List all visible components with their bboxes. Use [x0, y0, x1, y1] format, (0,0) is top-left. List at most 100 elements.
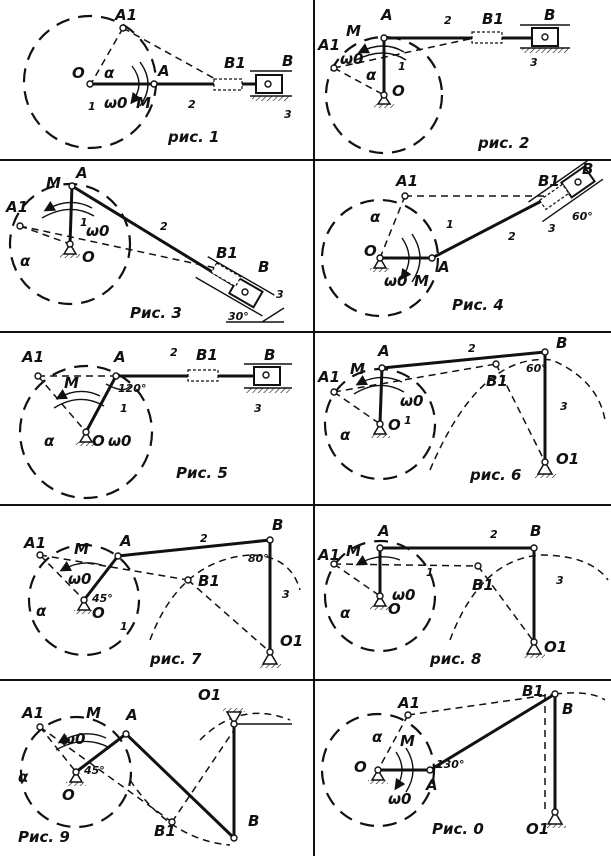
p7-label-o: O [92, 604, 105, 622]
p4-label-m: M [414, 272, 429, 290]
panel-fig-5: A1 A B1 B M α O ω0 1 2 3 120° Рис. 5 [18, 346, 292, 500]
p2-label-b: B [544, 6, 555, 24]
p1-label-o: O [72, 64, 85, 82]
panel-fig-4: A1 B1 B α O A ω0 M 1 2 3 60° Рис. 4 [320, 158, 604, 318]
p4-label-3: 3 [548, 222, 556, 235]
p9-label-o: O [62, 786, 75, 804]
p6-label-b1: B1 [486, 372, 508, 390]
p1-label-b1: B1 [224, 54, 246, 72]
p0-label-o: O [354, 758, 367, 776]
p1-label-b: B [282, 52, 293, 70]
p2-label-b1: B1 [482, 10, 504, 28]
p1-label-m: M [136, 94, 151, 112]
p8-label-a: A [377, 522, 390, 540]
p9-label-a1: A1 [21, 704, 44, 722]
p9-label-angle: 45° [83, 764, 105, 777]
p5-label-b1: B1 [196, 346, 218, 364]
p9-label-m: M [86, 704, 101, 722]
p8-label-3: 3 [556, 574, 564, 587]
p4-label-alpha: α [370, 208, 381, 226]
p7-label-a1: A1 [23, 534, 46, 552]
p0-label-angle: 130° [436, 758, 464, 771]
p3-label-1: 1 [80, 216, 88, 229]
p8-label-o1: O1 [544, 638, 567, 656]
p5-label-o: O [92, 432, 105, 450]
p4-label-angle: 60° [572, 210, 593, 223]
p3-label-o: O [82, 248, 95, 266]
p8-label-omega: ω0 [392, 586, 415, 604]
p0-label-o1: O1 [526, 820, 549, 838]
p3-label-a1: A1 [5, 198, 28, 216]
p5-label-1: 1 [120, 402, 128, 415]
p3-label-angle: 30° [228, 310, 249, 323]
panel-fig-8: A B A1 M ω0 B1 α O O1 1 2 3 рис. 8 [317, 522, 609, 668]
p8-label-a1: A1 [317, 546, 340, 564]
p0-label-b1: B1 [522, 682, 544, 700]
p3-label-3: 3 [276, 288, 284, 301]
p6-label-a: A [377, 342, 390, 360]
p6-label-o1: O1 [556, 450, 579, 468]
p6-label-b: B [556, 334, 567, 352]
p8-label-b: B [530, 522, 541, 540]
p2-label-2: 2 [444, 14, 452, 27]
p2-label-a1: A1 [317, 36, 340, 54]
p1-label-a1: A1 [114, 6, 137, 24]
p2-label-1: 1 [398, 60, 406, 73]
p4-label-2: 2 [508, 230, 516, 243]
p6-label-3: 3 [560, 400, 568, 413]
p9-caption: Рис. 9 [18, 828, 70, 846]
p3-label-a: A [75, 164, 88, 182]
p2-label-3: 3 [530, 56, 538, 69]
p5-label-b: B [264, 346, 275, 364]
p9-label-b: B [248, 812, 259, 830]
p5-label-a: A [113, 348, 126, 366]
p6-label-alpha: α [340, 426, 351, 444]
p5-label-alpha: α [44, 432, 55, 450]
p8-label-m: M [346, 542, 361, 560]
p9-label-alpha: α [18, 768, 29, 786]
p4-label-omega: ω0 [384, 272, 407, 290]
p8-caption: рис. 8 [429, 650, 482, 668]
p7-label-angle-45: 45° [91, 592, 113, 605]
p2-label-o: O [392, 82, 405, 100]
p9-label-b1: B1 [154, 822, 176, 840]
p4-caption: Рис. 4 [452, 296, 504, 314]
p7-label-omega: ω0 [68, 570, 91, 588]
p8-label-b1: B1 [472, 576, 494, 594]
p7-label-o1: O1 [280, 632, 303, 650]
p0-caption: Рис. 0 [432, 820, 484, 838]
p0-label-a1: A1 [397, 694, 420, 712]
panel-fig-6: A B A1 M ω0 B1 α O O1 1 2 3 60° рис. 6 [317, 334, 606, 484]
p1-label-1: 1 [88, 100, 96, 113]
p7-label-alpha: α [36, 602, 47, 620]
p3-caption: Рис. 3 [130, 304, 182, 322]
p4-label-a1: A1 [395, 172, 418, 190]
p7-label-angle-80: 80° [248, 552, 269, 565]
p7-caption: рис. 7 [149, 650, 202, 668]
p5-caption: Рис. 5 [176, 464, 228, 482]
p1-label-omega: ω0 [104, 94, 127, 112]
p5-label-m: M [64, 374, 79, 392]
p9-label-a: A [125, 706, 138, 724]
p7-label-1: 1 [120, 620, 128, 633]
p3-label-alpha: α [20, 252, 31, 270]
p5-label-3: 3 [254, 402, 262, 415]
p6-label-a1: A1 [317, 368, 340, 386]
p3-label-2: 2 [160, 220, 168, 233]
p4-label-1: 1 [446, 218, 454, 231]
p6-label-o: O [388, 416, 401, 434]
p5-label-a1: A1 [21, 348, 44, 366]
p8-label-alpha: α [340, 604, 351, 622]
p1-label-a: A [157, 62, 170, 80]
p7-label-b1: B1 [198, 572, 220, 590]
p4-label-o: O [364, 242, 377, 260]
p4-label-a: A [437, 258, 450, 276]
panel-fig-9: A1 M A O1 ω0 α O B1 B 45° Рис. 9 [18, 686, 292, 846]
p7-label-a: A [119, 532, 132, 550]
p0-label-alpha: α [372, 728, 383, 746]
p6-label-1: 1 [404, 414, 412, 427]
p5-label-2: 2 [170, 346, 178, 359]
p7-label-3: 3 [282, 588, 290, 601]
p3-label-b1: B1 [216, 244, 238, 262]
